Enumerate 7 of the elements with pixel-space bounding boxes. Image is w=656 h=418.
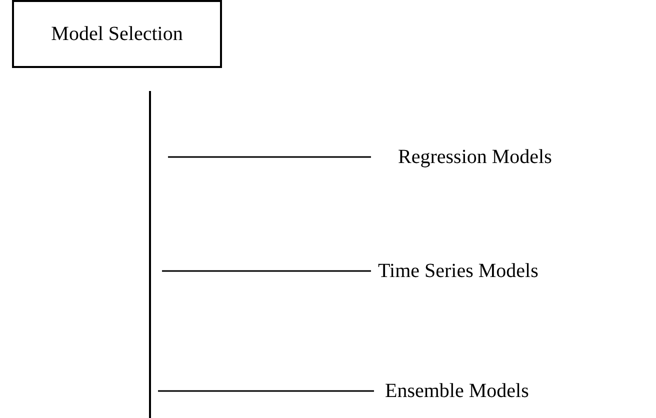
title-box: Model Selection xyxy=(12,0,222,68)
branch-label: Regression Models xyxy=(371,144,552,170)
branch-line xyxy=(162,270,371,272)
branch-label: Ensemble Models xyxy=(374,378,529,404)
branch-label: Time Series Models xyxy=(371,258,538,284)
branch-line xyxy=(168,156,371,158)
branch-line xyxy=(158,390,374,392)
